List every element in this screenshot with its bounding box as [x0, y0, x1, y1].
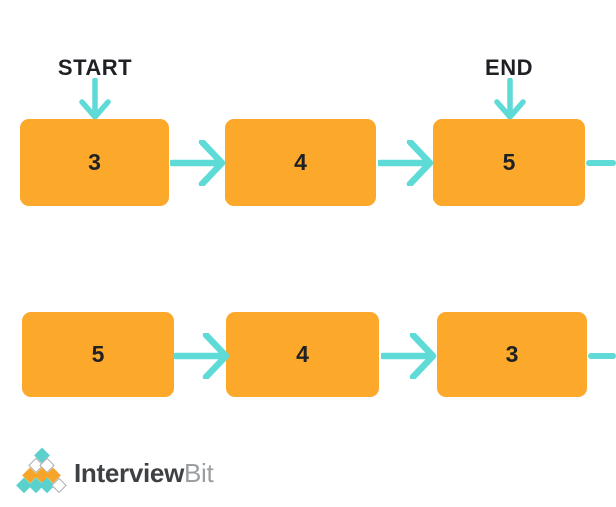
- interviewbit-logo: InterviewBit: [16, 447, 278, 497]
- end-label: END: [485, 55, 533, 80]
- brand-name: InterviewBit: [74, 458, 214, 488]
- next-pointer-arrow-truncated: [588, 353, 616, 359]
- list-node: 3: [437, 312, 587, 397]
- next-pointer-arrow-icon: [170, 140, 226, 186]
- next-pointer-arrow-truncated: [586, 160, 616, 166]
- next-pointer-arrow-icon: [378, 140, 434, 186]
- list-node: 4: [226, 312, 379, 397]
- next-pointer-arrow-icon: [381, 333, 437, 379]
- list-node: 4: [225, 119, 376, 206]
- start-pointer-arrow-icon: [79, 78, 111, 120]
- start-label: START: [57, 55, 133, 80]
- list-node: 5: [433, 119, 585, 206]
- end-pointer-arrow-icon: [494, 78, 526, 120]
- list-node: 3: [20, 119, 169, 206]
- brand-name-bit: Bit: [184, 458, 214, 488]
- list-node: 5: [22, 312, 174, 397]
- next-pointer-arrow-icon: [174, 333, 230, 379]
- brand-name-interview: Interview: [74, 458, 185, 488]
- interviewbit-logo-icon: [16, 447, 68, 493]
